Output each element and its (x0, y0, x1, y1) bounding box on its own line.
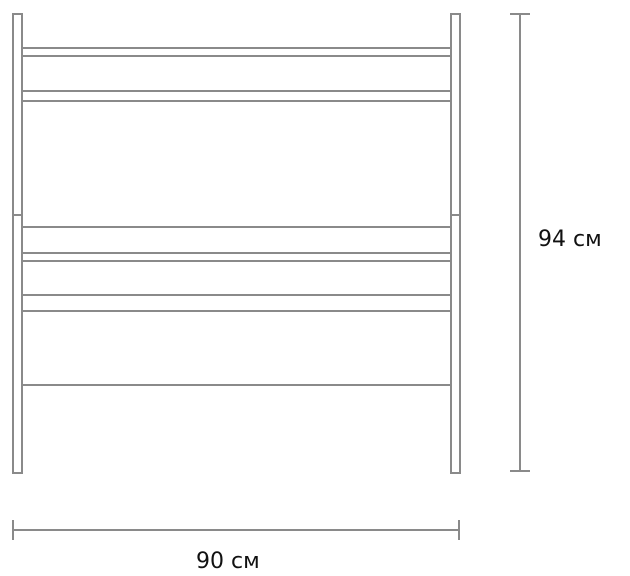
height-dimension-label: 94 см (538, 227, 602, 252)
height-dimension-line (510, 13, 530, 472)
width-dimension-line (12, 520, 460, 540)
right-post (450, 13, 461, 474)
width-dimension-label: 90 см (196, 549, 260, 574)
left-post (12, 13, 23, 474)
